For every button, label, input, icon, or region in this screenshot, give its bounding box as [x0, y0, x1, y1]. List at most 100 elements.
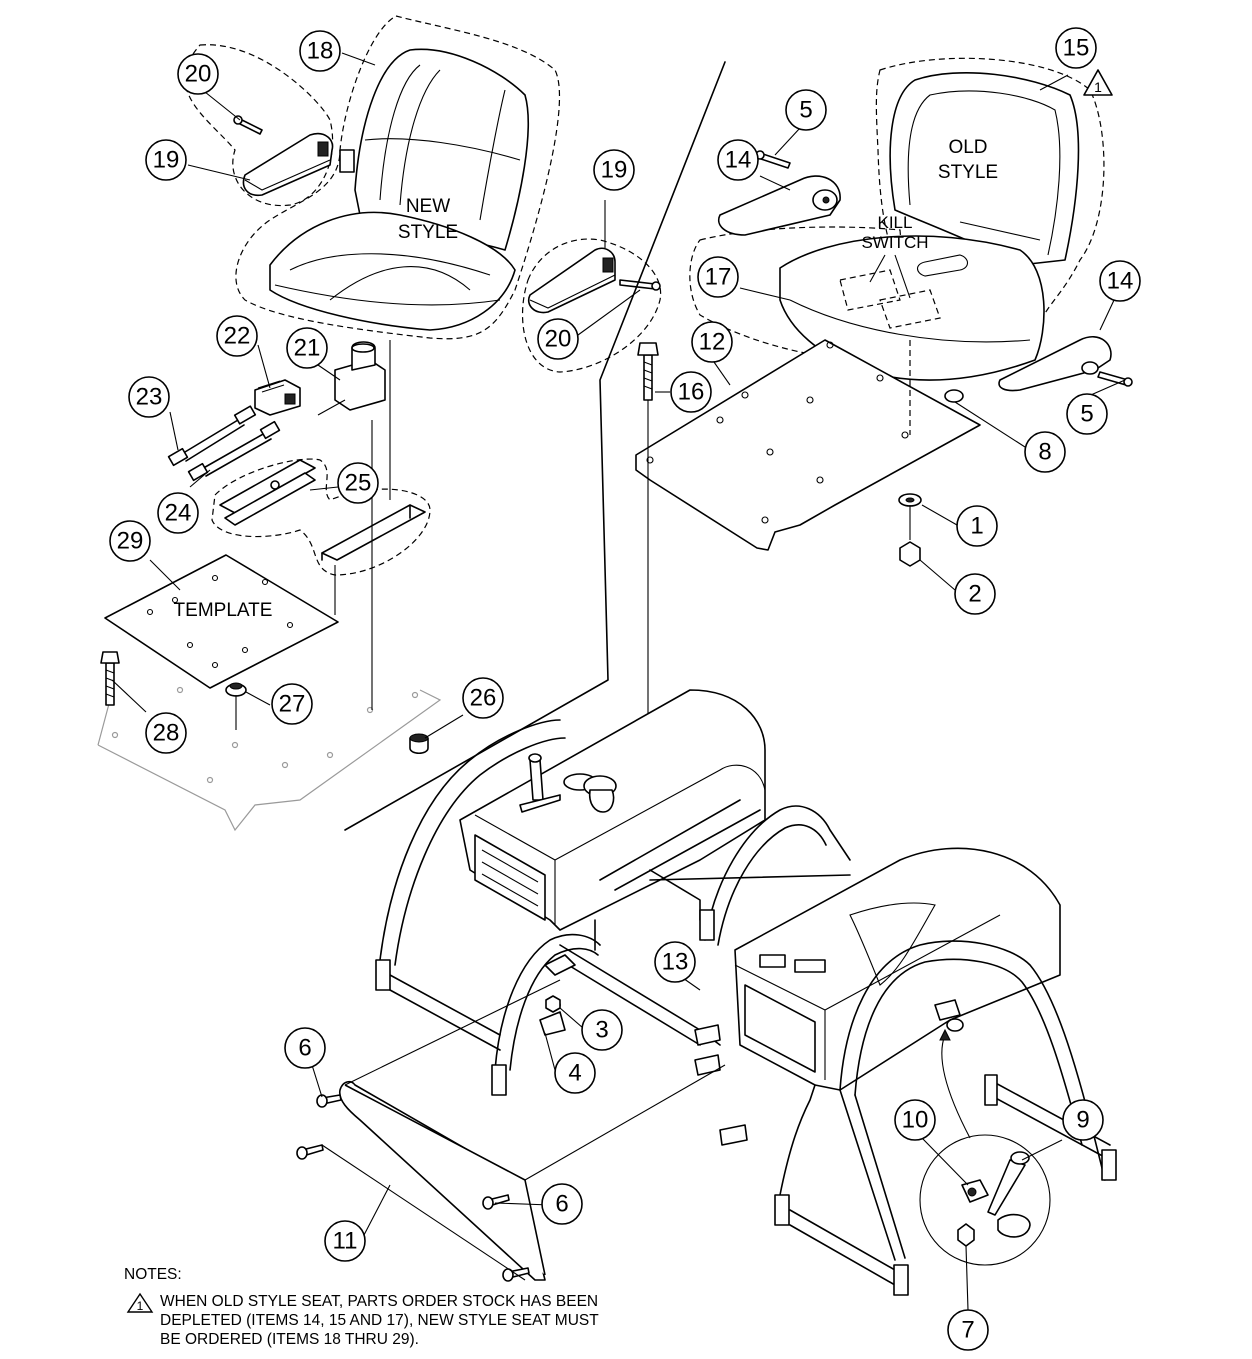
slide-rail-right [321, 504, 426, 561]
notes-section: NOTES: 1 WHEN OLD STYLE SEAT, PARTS ORDE… [124, 1265, 620, 1349]
svg-text:22: 22 [224, 323, 251, 350]
wire-harness-23 [179, 419, 239, 456]
callout-16: 16 [670, 371, 712, 413]
svg-text:17: 17 [705, 264, 732, 291]
bolt-16 [643, 354, 653, 401]
revision-triangle-icon: 1 [126, 1292, 154, 1313]
svg-text:19: 19 [153, 147, 180, 174]
access-panel [338, 1080, 546, 1281]
callout-24: 24 [157, 492, 199, 534]
svg-text:5: 5 [799, 97, 812, 124]
callout-8: 8 [1024, 431, 1066, 473]
callout-11: 11 [324, 1220, 366, 1262]
svg-text:19: 19 [601, 157, 628, 184]
svg-text:12: 12 [699, 329, 726, 356]
callout-12: 12 [691, 321, 733, 363]
callout-22: 22 [216, 315, 258, 357]
note-1-text: WHEN OLD STYLE SEAT, PARTS ORDER STOCK H… [160, 1293, 599, 1348]
svg-text:14: 14 [1107, 268, 1134, 295]
label-template: TEMPLATE [174, 600, 273, 621]
svg-text:10: 10 [902, 1107, 929, 1134]
callout-23: 23 [128, 376, 170, 418]
latch-pin [987, 1159, 1026, 1216]
callout-19b: 19 [593, 149, 635, 191]
label-kill-switch-1: KILL [878, 213, 913, 232]
slide-rails-boundary [211, 458, 431, 576]
svg-text:26: 26 [470, 685, 497, 712]
callout-20b: 20 [537, 318, 579, 360]
svg-text:21: 21 [294, 335, 321, 362]
svg-text:3: 3 [595, 1017, 608, 1044]
svg-text:16: 16 [678, 379, 705, 406]
seat-18-boundary [235, 15, 561, 340]
label-revision-mark: 1 [1094, 79, 1102, 95]
svg-text:8: 8 [1038, 439, 1051, 466]
callout-21: 21 [286, 327, 328, 369]
svg-text:14: 14 [725, 147, 752, 174]
wire-connector [254, 379, 301, 416]
armrest-left [242, 132, 334, 197]
knob-8 [944, 389, 964, 403]
callout-2: 2 [954, 573, 996, 615]
svg-text:1: 1 [970, 513, 983, 540]
slide-rail-left [219, 459, 316, 514]
callout-3: 3 [581, 1009, 623, 1051]
nut-3 [545, 995, 561, 1013]
callout-20a: 20 [177, 53, 219, 95]
svg-text:23: 23 [136, 384, 163, 411]
callout-26: 26 [462, 677, 504, 719]
callout-7: 7 [947, 1309, 989, 1351]
svg-text:6: 6 [555, 1191, 568, 1218]
svg-text:28: 28 [153, 720, 180, 747]
notes-heading: NOTES: [124, 1266, 182, 1283]
svg-text:24: 24 [165, 500, 192, 527]
callout-6a: 6 [284, 1027, 326, 1069]
wire-harness-24 [199, 432, 266, 471]
old-armrest-left [718, 175, 841, 236]
svg-text:18: 18 [307, 38, 334, 65]
svg-text:27: 27 [279, 691, 306, 718]
label-kill-switch-2: SWITCH [861, 233, 928, 252]
seat-mount-tab [339, 149, 355, 173]
svg-text:5: 5 [1080, 401, 1093, 428]
new-seat-cushion [269, 211, 516, 331]
label-old-style-1: OLD [948, 137, 987, 158]
svg-text:15: 15 [1063, 35, 1090, 62]
label-new-style-1: NEW [406, 196, 450, 217]
svg-text:9: 9 [1076, 1107, 1089, 1134]
callout-14a: 14 [717, 139, 759, 181]
callout-14b: 14 [1099, 260, 1141, 302]
new-style-seat-group [97, 15, 662, 832]
callout-4: 4 [554, 1052, 596, 1094]
note-1: 1 WHEN OLD STYLE SEAT, PARTS ORDER STOCK… [124, 1292, 620, 1349]
label-new-style-2: STYLE [398, 222, 458, 243]
svg-text:20: 20 [185, 61, 212, 88]
svg-text:4: 4 [568, 1060, 581, 1087]
callout-19a: 19 [145, 139, 187, 181]
armrest-right [528, 247, 616, 314]
revision-triangle [1083, 69, 1113, 96]
callout-5b: 5 [1066, 393, 1108, 435]
svg-text:29: 29 [117, 528, 144, 555]
seat-15-boundary [875, 57, 1105, 331]
svg-text:20: 20 [545, 326, 572, 353]
latch-detail [919, 999, 1051, 1266]
label-old-style-2: STYLE [938, 162, 998, 183]
svg-text:11: 11 [333, 1228, 358, 1255]
tractor-frame [296, 689, 1117, 1296]
nut-2 [899, 541, 921, 567]
nut-7 [957, 1223, 975, 1247]
callout-28: 28 [145, 712, 187, 754]
callout-10: 10 [894, 1099, 936, 1141]
bolt-28 [105, 662, 115, 706]
old-armrest-right [998, 335, 1112, 392]
callout-13: 13 [654, 941, 696, 983]
callout-15: 15 [1055, 27, 1097, 69]
seat-plate-ghost [97, 689, 442, 832]
svg-text:6: 6 [298, 1035, 311, 1062]
armrest-left-boundary [184, 44, 334, 207]
callout-1: 1 [956, 505, 998, 547]
svg-text:25: 25 [345, 470, 372, 497]
callout-9: 9 [1062, 1099, 1104, 1141]
callout-29: 29 [109, 520, 151, 562]
